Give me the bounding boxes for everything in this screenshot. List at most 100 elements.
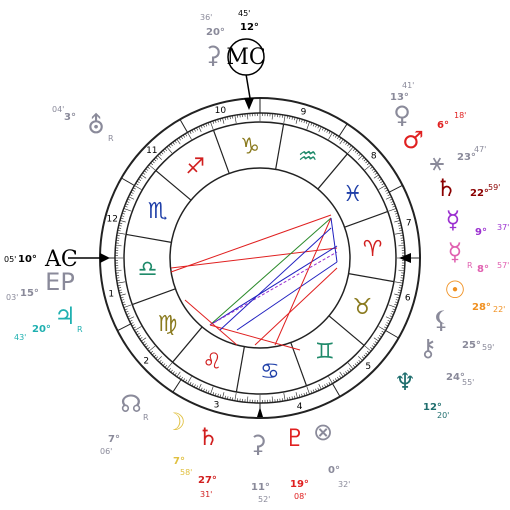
fortune-minute: 32' bbox=[338, 480, 350, 489]
degree-tick bbox=[301, 119, 303, 123]
degree-tick bbox=[170, 143, 173, 147]
degree-tick bbox=[182, 378, 186, 382]
sign-divider bbox=[125, 233, 172, 243]
venus-degree: 13° bbox=[390, 92, 409, 103]
house-cusp bbox=[179, 119, 188, 133]
degree-tick bbox=[358, 153, 361, 157]
degree-tick bbox=[294, 395, 296, 399]
degree-tick bbox=[234, 115, 237, 124]
degree-tick bbox=[343, 140, 346, 144]
ceres-point: ⚳11°52' bbox=[249, 430, 270, 504]
sign-glyph-scorpio: ♏ bbox=[148, 199, 168, 224]
degree-tick bbox=[125, 203, 129, 206]
saturn-point: ♄27°31' bbox=[197, 423, 219, 499]
mercury-r-degree: 8° bbox=[477, 264, 489, 275]
degree-tick bbox=[125, 310, 129, 313]
house-number: 11 bbox=[146, 146, 157, 156]
vertex-degree: 23° bbox=[457, 152, 476, 163]
sign-divider bbox=[328, 315, 365, 346]
degree-tick bbox=[303, 120, 306, 124]
degree-tick bbox=[185, 133, 188, 137]
sign-glyph-leo: ♌ bbox=[202, 349, 222, 374]
house-number: 10 bbox=[215, 106, 227, 116]
mc-point-minute: 36' bbox=[200, 13, 212, 22]
aspect-line bbox=[209, 251, 338, 326]
degree-tick bbox=[115, 269, 122, 271]
mars-point: ♂6°18' bbox=[402, 111, 466, 154]
degree-tick bbox=[189, 131, 192, 134]
degree-tick bbox=[289, 116, 291, 120]
degree-tick bbox=[121, 299, 125, 301]
mars-icon: ♂ bbox=[402, 126, 424, 154]
degree-tick bbox=[295, 392, 298, 399]
ep-degree: 15° bbox=[20, 288, 39, 299]
sign-divider bbox=[131, 288, 176, 306]
degree-tick bbox=[358, 356, 363, 361]
degree-tick bbox=[200, 387, 203, 391]
mars-degree: 6° bbox=[437, 120, 449, 131]
uranus-point: ⛢R3°04' bbox=[52, 105, 114, 143]
moon-minute: 58' bbox=[180, 468, 192, 477]
saturn-minute: 31' bbox=[200, 490, 212, 499]
house-number: 4 bbox=[297, 402, 303, 412]
house-number: 2 bbox=[143, 356, 149, 366]
pluto-point: ♇19°08' bbox=[284, 424, 309, 501]
degree-tick bbox=[141, 337, 147, 342]
degree-tick bbox=[214, 120, 217, 124]
sign-glyph-sagittarius: ♐ bbox=[185, 154, 205, 179]
degree-tick bbox=[347, 362, 354, 370]
venus-point: ♀13°41' bbox=[390, 81, 414, 129]
degree-tick bbox=[176, 371, 181, 377]
lilith-point: ⚸25°59' bbox=[432, 306, 494, 352]
degree-tick bbox=[395, 215, 399, 217]
sign-glyph-capricorn: ♑ bbox=[240, 134, 260, 159]
degree-tick bbox=[394, 210, 398, 213]
degree-tick bbox=[373, 174, 379, 179]
degree-tick bbox=[145, 345, 149, 348]
neptune-icon: ♆ bbox=[394, 368, 416, 396]
degree-tick bbox=[389, 315, 393, 318]
degree-tick bbox=[147, 166, 150, 169]
degree-tick bbox=[172, 142, 175, 145]
degree-tick bbox=[178, 137, 181, 141]
degree-tick bbox=[332, 133, 335, 137]
aspect-line bbox=[184, 299, 238, 346]
degree-tick bbox=[326, 383, 329, 387]
degree-tick bbox=[224, 117, 226, 121]
degree-tick bbox=[301, 393, 303, 397]
degree-tick bbox=[399, 230, 403, 232]
degree-tick bbox=[212, 120, 215, 124]
degree-tick bbox=[354, 150, 358, 153]
degree-tick bbox=[377, 176, 381, 179]
degree-tick bbox=[119, 220, 126, 223]
degree-tick bbox=[180, 376, 183, 380]
moon-point: ☽7°58' bbox=[164, 408, 192, 477]
sun-point: ☉28°22' bbox=[444, 276, 505, 314]
mc-point-point: ⚳20°36' bbox=[200, 13, 225, 69]
house-number: 3 bbox=[214, 401, 220, 411]
sign-glyph-aquarius: ♒ bbox=[298, 145, 318, 170]
degree-tick bbox=[364, 164, 372, 171]
degree-tick bbox=[207, 390, 210, 394]
degree-tick bbox=[386, 322, 390, 325]
degree-tick bbox=[160, 151, 164, 155]
degree-tick bbox=[312, 389, 315, 393]
degree-tick bbox=[283, 392, 286, 401]
degree-tick bbox=[124, 205, 128, 208]
aspect-line bbox=[209, 245, 338, 326]
saturn-top-degree: 22° bbox=[470, 188, 489, 199]
degree-tick bbox=[310, 122, 313, 126]
sign-divider bbox=[172, 326, 203, 363]
saturn-degree: 27° bbox=[198, 475, 217, 486]
degree-tick bbox=[117, 281, 126, 284]
degree-tick bbox=[168, 368, 171, 371]
degree-tick bbox=[150, 162, 154, 166]
degree-tick bbox=[339, 139, 344, 145]
degree-tick bbox=[144, 343, 147, 346]
degree-tick bbox=[129, 319, 133, 322]
degree-tick bbox=[345, 142, 348, 145]
retrograde-mark: R bbox=[77, 325, 83, 334]
degree-tick bbox=[397, 222, 401, 224]
jupiter-icon: ♃ bbox=[54, 302, 76, 330]
degree-tick bbox=[217, 393, 219, 397]
